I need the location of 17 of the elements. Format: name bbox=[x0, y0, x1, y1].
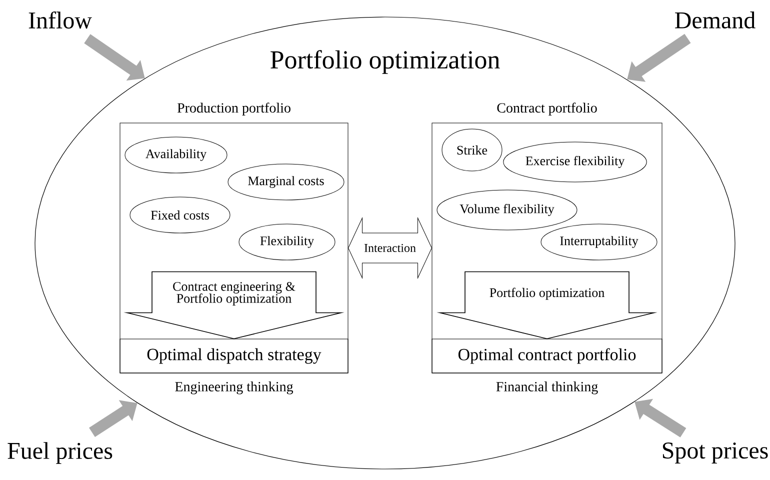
block-arrow bbox=[436, 271, 658, 340]
arrow-label: Portfolio optimization bbox=[490, 288, 604, 300]
input-label: Inflow bbox=[28, 11, 92, 29]
panel-caption: Engineering thinking bbox=[175, 382, 294, 394]
panel-heading: Contract portfolio bbox=[497, 102, 597, 116]
arrow-label: Contract engineering & Portfolio optimization bbox=[173, 282, 296, 306]
input-label: Fuel prices bbox=[8, 442, 112, 464]
input-label: Demand bbox=[675, 12, 756, 28]
result-band: Optimal contract portfolio bbox=[432, 338, 662, 374]
edge-label: Interaction bbox=[363, 242, 417, 254]
panel-caption: Financial thinking bbox=[496, 382, 598, 394]
result-band: Optimal dispatch strategy bbox=[120, 338, 348, 374]
input-label: Spot prices bbox=[662, 442, 768, 464]
double-arrow bbox=[348, 218, 432, 278]
title: Portfolio optimization bbox=[270, 50, 500, 74]
block-arrow bbox=[124, 271, 344, 340]
panel-heading: Production portfolio bbox=[177, 102, 290, 116]
